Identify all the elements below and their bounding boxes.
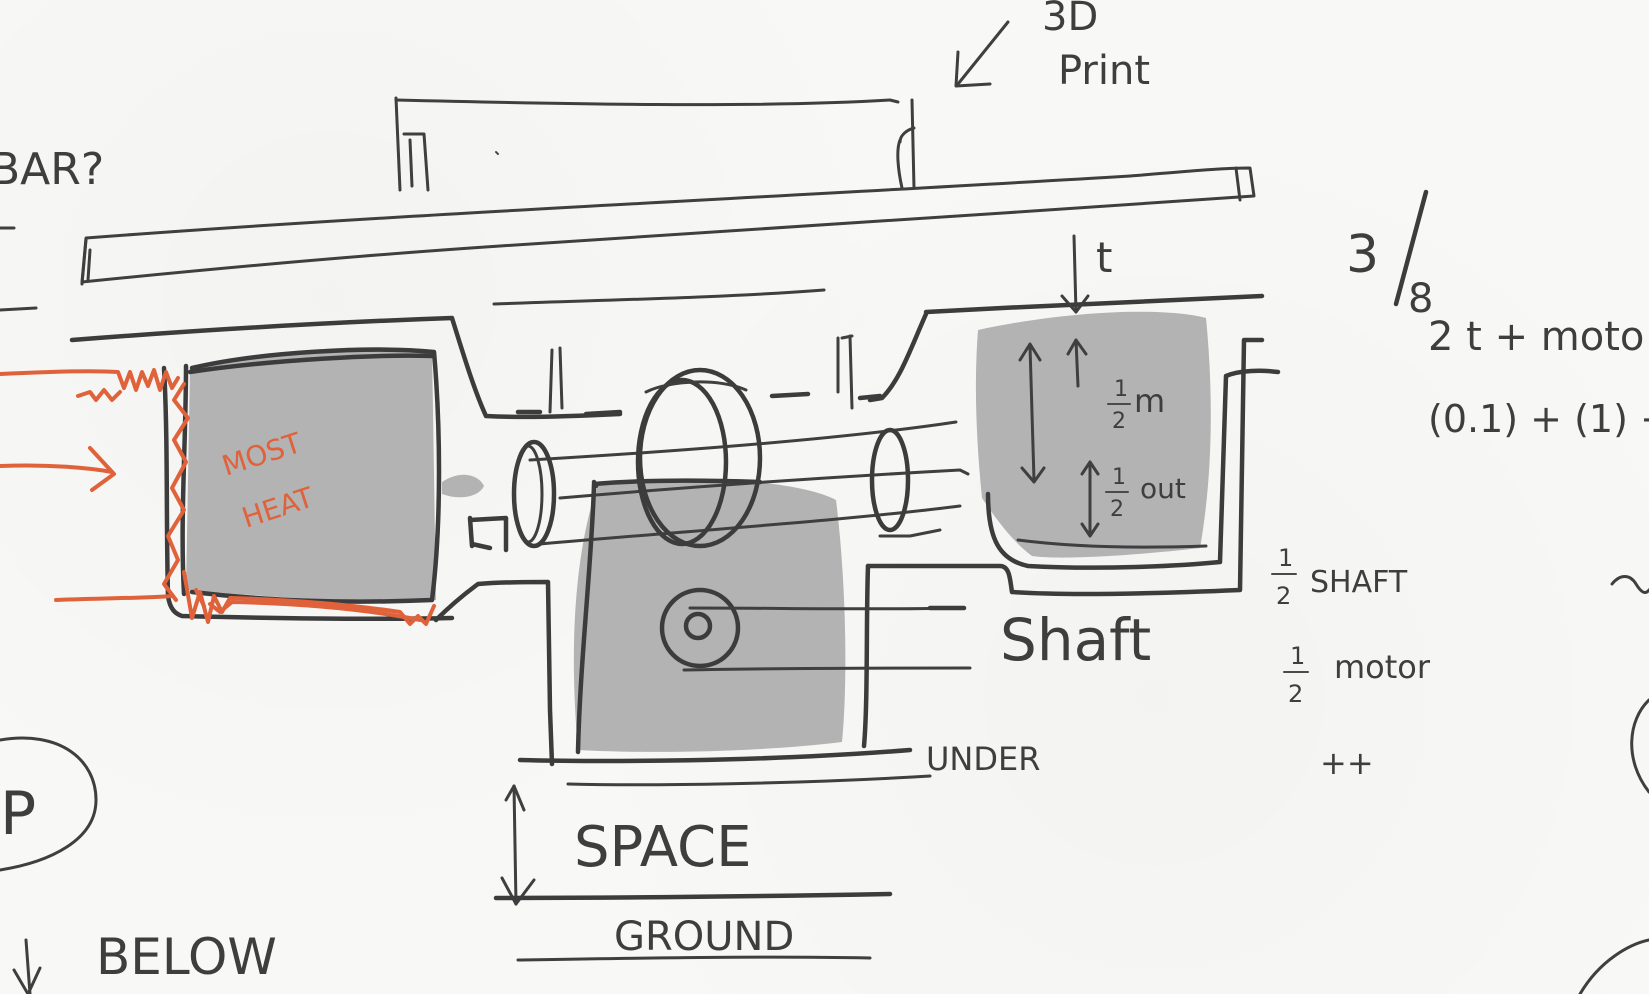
half-out-unit: out xyxy=(1140,472,1186,505)
shaft-upper-line xyxy=(528,420,958,462)
housing-right-top xyxy=(923,293,1265,315)
heat-arrow-head xyxy=(88,446,116,492)
bar-right-end xyxy=(1234,166,1242,202)
formula-line-2: (0.1) + (1) + xyxy=(1428,397,1649,441)
shaft-collar-left-inner xyxy=(512,444,544,544)
pulley-outer xyxy=(659,587,741,669)
formula-line-1: 2 t + moto xyxy=(1428,314,1644,360)
right-block-shade xyxy=(975,311,1211,558)
bearing-tick-2 xyxy=(836,334,854,410)
half-out-denominator: 2 xyxy=(1110,497,1124,522)
housing-left-wall xyxy=(161,365,455,622)
right-block-outline-bottom xyxy=(985,368,1281,570)
bearing-mark-left xyxy=(515,391,883,417)
half-motor-numerator: 1 xyxy=(1290,642,1305,670)
t-label: t xyxy=(1096,233,1112,282)
out-dim-arrow xyxy=(1080,460,1100,538)
shaft-label: Shaft xyxy=(1000,606,1151,674)
upper-bar-right-tab xyxy=(896,98,916,190)
housing-left-inner xyxy=(180,363,189,597)
plus-plus-label: ++ xyxy=(1320,744,1374,782)
coupler-nub-shade xyxy=(442,474,484,498)
partial-p-label: P xyxy=(0,779,36,849)
shaft-pointer-upper xyxy=(688,606,962,611)
m-dim-arrow xyxy=(1018,342,1046,484)
gear-inner xyxy=(635,377,729,547)
center-block-top-right xyxy=(865,337,1265,597)
left-coupler xyxy=(467,515,509,553)
pulley-inner xyxy=(683,611,713,641)
heat-zigzag-top-2 xyxy=(76,388,122,402)
shaft-collar-right xyxy=(869,427,911,533)
housing-right-step xyxy=(867,311,929,403)
space-dim-head-top xyxy=(504,784,526,812)
three-eighths-denominator: 8 xyxy=(1408,276,1433,322)
half-m-unit: m xyxy=(1134,382,1165,420)
heat-zigzag-bottom xyxy=(182,570,436,626)
half-motor-denominator: 2 xyxy=(1288,680,1303,708)
print-arrow xyxy=(956,20,1010,86)
heat-zigzag-left xyxy=(162,382,190,602)
bar-question-label: BAR? xyxy=(0,144,104,195)
bearing-tick-1 xyxy=(548,346,564,414)
heat-arrow-line xyxy=(0,463,114,474)
m-small-arrow xyxy=(1066,338,1088,388)
center-block-shade xyxy=(573,479,846,752)
left-motor-shade xyxy=(186,347,436,602)
ground-line xyxy=(493,891,893,901)
housing-bottom-mid xyxy=(433,579,555,767)
space-label: SPACE xyxy=(574,815,752,880)
shaft-lower-line xyxy=(538,504,962,546)
center-block-right xyxy=(861,563,871,749)
housing-top xyxy=(69,315,623,420)
dot-mark xyxy=(495,151,499,155)
shaft-pointer-lower xyxy=(682,666,972,672)
shaft-lower-ext xyxy=(878,528,942,538)
three-eighths-slash xyxy=(1393,189,1429,307)
t-dimension-arrow xyxy=(1072,234,1078,314)
heat-bottom-line xyxy=(54,594,174,602)
half-shaft-numerator: 1 xyxy=(1278,544,1293,572)
housing-bottom-inner xyxy=(566,774,932,787)
right-bottom-arc xyxy=(1578,938,1649,994)
space-dim-head-bottom xyxy=(500,876,536,906)
housing-bottom xyxy=(517,747,913,764)
half-m-denominator: 2 xyxy=(1112,409,1126,434)
half-m-numerator: 1 xyxy=(1114,377,1128,402)
upper-bar xyxy=(394,98,900,107)
half-shaft-text: SHAFT xyxy=(1310,565,1408,600)
ground-label: GROUND xyxy=(614,914,794,960)
bar-body xyxy=(80,166,1256,284)
half-shaft-denominator: 2 xyxy=(1276,582,1291,610)
mid-line xyxy=(492,288,826,306)
upper-bar-left-tab xyxy=(402,132,430,192)
right-tilde xyxy=(1610,575,1649,594)
heat-zigzag-top xyxy=(0,368,180,392)
bar-left-end xyxy=(80,238,92,286)
three-eighths-numerator: 3 xyxy=(1346,225,1379,285)
space-dim-arrow xyxy=(512,784,518,906)
upper-bar-left xyxy=(394,96,402,192)
print-arrow-head xyxy=(954,50,992,88)
below-arrow xyxy=(12,938,42,994)
left-motor-top-rim xyxy=(187,353,435,375)
shaft-mid-line xyxy=(558,468,970,500)
center-block-outline xyxy=(575,478,763,755)
half-motor-text: motor xyxy=(1334,648,1431,686)
print-label-top: 3D xyxy=(1042,0,1098,40)
right-block-lower xyxy=(1016,538,1208,549)
print-label-bottom: Print xyxy=(1058,48,1150,94)
gear-top-rim xyxy=(644,380,748,394)
left-bubble xyxy=(0,736,98,872)
half-out-numerator: 1 xyxy=(1112,465,1126,490)
below-label: BELOW xyxy=(96,928,277,986)
under-label: UNDER xyxy=(926,740,1040,778)
heat-zigzag-bottom-2 xyxy=(194,588,422,622)
t-dimension-arrow-head xyxy=(1060,294,1090,314)
ground-underline xyxy=(516,955,872,962)
left-edge-mark-2 xyxy=(0,306,38,312)
right-arc xyxy=(1630,698,1649,794)
